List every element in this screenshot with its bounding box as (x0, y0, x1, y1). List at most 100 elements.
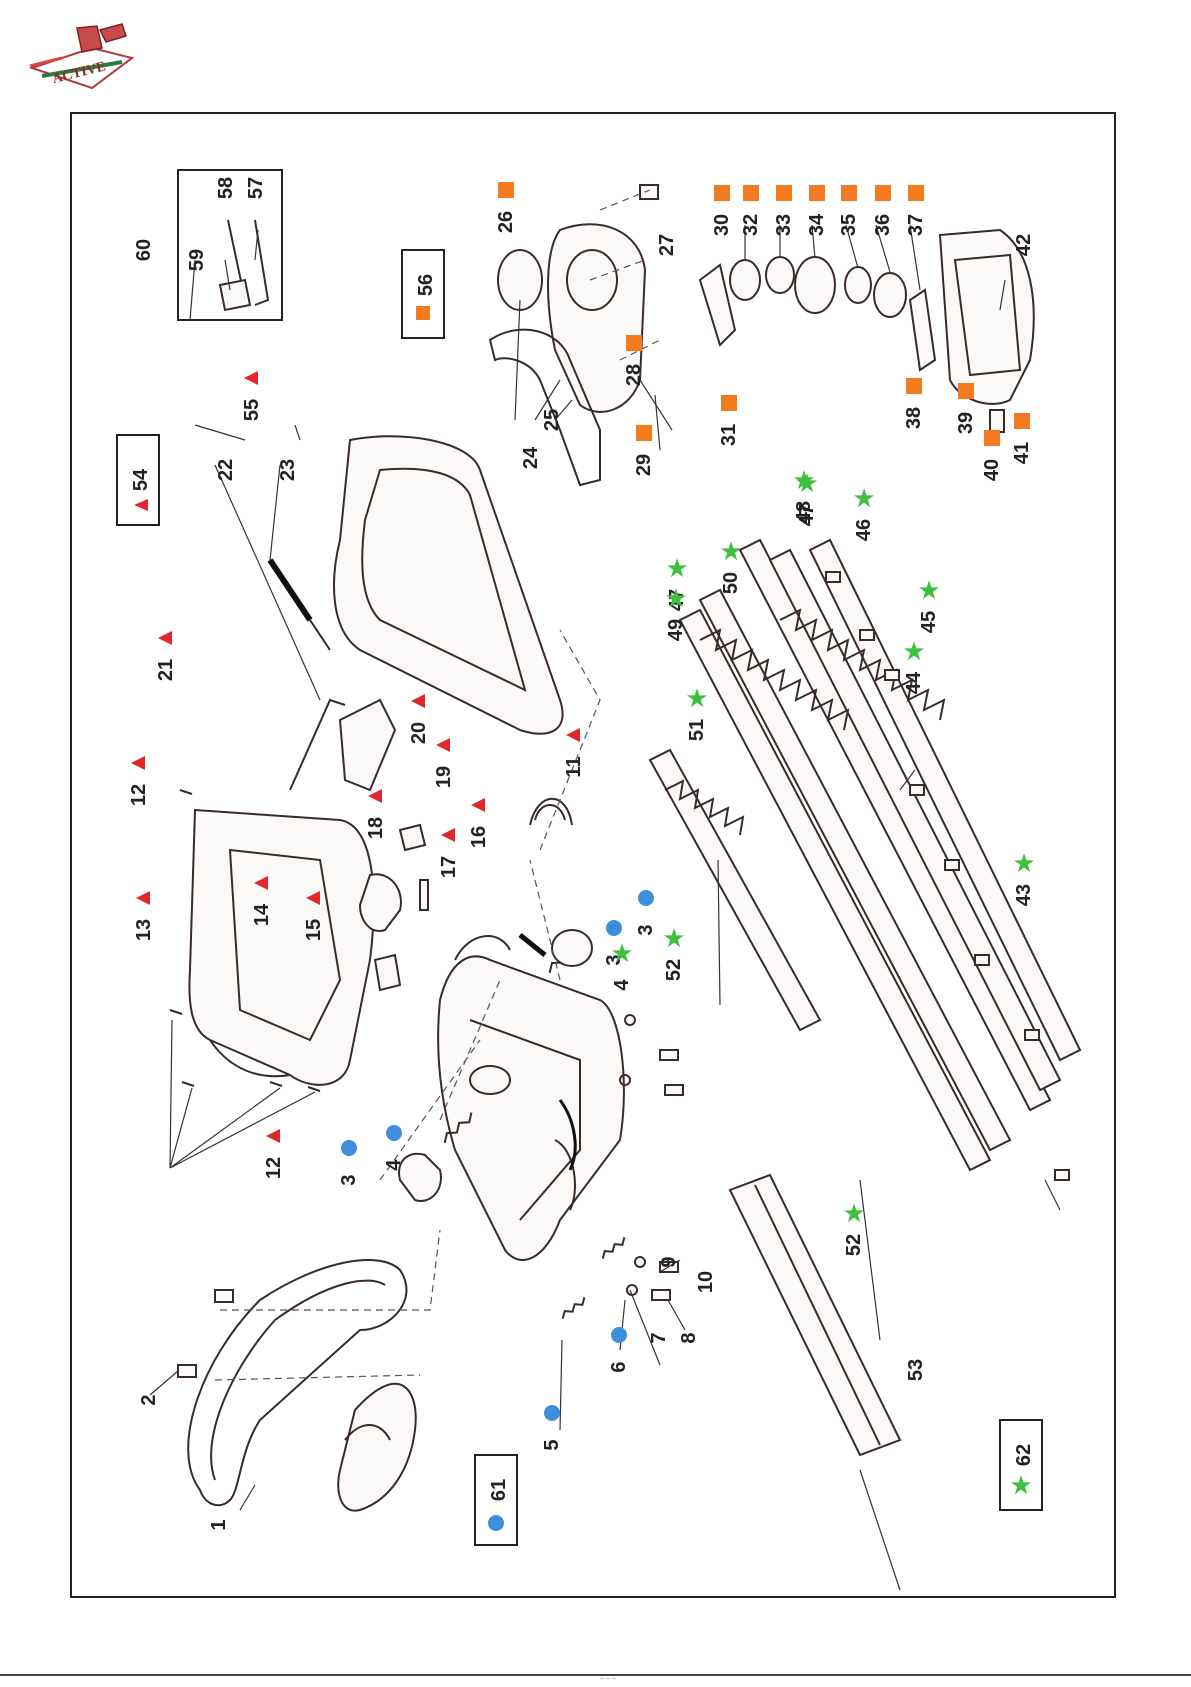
callout-number-46: 46 (853, 519, 875, 541)
callout-19: 19 (433, 738, 455, 788)
callout-25: 25 (541, 409, 563, 431)
callout-24: 24 (520, 446, 542, 469)
callout-number-2: 2 (138, 1394, 160, 1405)
callout-number-27: 27 (656, 234, 678, 256)
callout-4: 4★ (610, 939, 633, 991)
callout-53: 53 (905, 1359, 927, 1381)
legend-61-code: 61 (488, 1479, 510, 1501)
callout-marker-circle-3 (606, 920, 622, 936)
callout-number-18: 18 (365, 817, 387, 839)
legend-box-62: 62 ★ (1000, 1420, 1042, 1510)
callout-marker-star-48: ★ (917, 576, 940, 606)
callout-29: 29 (633, 425, 655, 476)
callout-49: 49★ (664, 584, 687, 641)
callout-marker-square-44 (1014, 413, 1030, 429)
callout-13: 13 (133, 891, 155, 941)
callout-marker-square-39 (875, 185, 891, 201)
callout-number-55: 55 (241, 399, 263, 421)
legend-box-56: 56 (402, 250, 444, 338)
handle-screws (178, 1290, 233, 1377)
callout-marker-star-56: ★ (842, 1199, 865, 1229)
callout-number-29: 29 (633, 454, 655, 476)
callout-number-15: 15 (303, 919, 325, 941)
callout-21: 21 (155, 631, 177, 681)
callout-30: 30 (711, 185, 733, 236)
callout-number-39: 39 (955, 412, 977, 434)
callout-35: 35 (838, 185, 860, 236)
callout-marker-star-57: ★ (662, 924, 685, 954)
callout-39: 39 (955, 383, 977, 434)
callout-number-24: 24 (520, 446, 542, 469)
rear-handle-housing (189, 810, 373, 1085)
callout-50: 50★ (719, 537, 742, 594)
callout-33: 33 (773, 185, 795, 236)
legend-61-circle (488, 1515, 504, 1531)
callout-marker-triangle-20 (441, 828, 455, 842)
callout-1: 1 (208, 1519, 230, 1530)
callout-marker-star-52: ★ (792, 466, 815, 496)
callout-number-57: 57 (245, 177, 267, 199)
callout-6: 6 (608, 1327, 630, 1373)
callout-12: 12 (128, 756, 150, 806)
callout-number-22: 22 (215, 459, 237, 481)
callout-marker-triangle-13 (566, 728, 580, 742)
callout-55: 55 (241, 371, 263, 421)
callout-number-12: 12 (128, 784, 150, 806)
callout-52: 52★ (662, 924, 685, 981)
callout-marker-square-34 (721, 395, 737, 411)
callout-number-33: 33 (773, 214, 795, 236)
callout-41: 41 (1011, 413, 1033, 464)
callout-number-28: 28 (623, 364, 645, 386)
callout-marker-triangle-59 (244, 371, 258, 385)
callout-44: 44★ (902, 637, 925, 694)
callout-8: 8 (678, 1332, 700, 1343)
cap-left (399, 1154, 441, 1201)
callout-36: 36 (872, 185, 894, 236)
callout-number-42: 42 (1013, 234, 1035, 256)
callout-number-60: 60 (133, 239, 155, 261)
callout-marker-star-51: ★ (665, 554, 688, 584)
cable-strain (520, 935, 545, 955)
callout-3: 3 (635, 890, 657, 936)
callout-27: 27 (656, 234, 678, 256)
callout-marker-square-32 (636, 425, 652, 441)
callout-number-49: 49 (665, 619, 687, 641)
callout-59: 59 (186, 249, 208, 271)
callout-marker-triangle-15 (131, 756, 145, 770)
callout-number-20: 20 (408, 722, 430, 744)
callout-number-58: 58 (215, 177, 237, 199)
callout-16: 16 (468, 798, 490, 848)
callout-marker-circle-8 (611, 1327, 627, 1343)
callout-31: 31 (718, 395, 740, 446)
callout-number-7: 7 (648, 1332, 670, 1343)
callout-37: 37 (905, 185, 927, 236)
callout-number-8: 8 (678, 1332, 700, 1343)
callout-marker-circle-4 (638, 890, 654, 906)
callout-number-45: 45 (918, 611, 940, 633)
gear-cover (940, 230, 1034, 432)
callout-marker-star-55: ★ (685, 684, 708, 714)
callout-marker-square-43 (984, 430, 1000, 446)
callout-3: 3 (338, 1140, 360, 1186)
callout-4: 4 (383, 1125, 405, 1171)
callout-marker-star-54: ★ (719, 537, 742, 567)
callout-marker-triangle-23 (411, 694, 425, 708)
callout-2: 2 (138, 1394, 160, 1405)
callout-marker-triangle-19 (471, 798, 485, 812)
callout-marker-triangle-14 (266, 1129, 280, 1143)
callout-number-34: 34 (806, 213, 828, 236)
callout-number-37: 37 (905, 214, 927, 236)
legend-box-54: 54 (117, 435, 159, 525)
callout-marker-triangle-24 (158, 631, 172, 645)
callout-marker-square-40 (908, 185, 924, 201)
callout-number-4: 4 (611, 979, 633, 991)
page-footer-rule (0, 1674, 1191, 1687)
callout-number-26: 26 (495, 211, 517, 233)
callout-42: 42 (1013, 234, 1035, 256)
callout-marker-circle-2 (341, 1140, 357, 1156)
lower-springs (560, 1237, 627, 1318)
trigger-rod (270, 560, 330, 650)
callout-number-3: 3 (635, 924, 657, 935)
callout-marker-square-31 (626, 335, 642, 351)
callout-45: 45 ★ (917, 576, 940, 633)
